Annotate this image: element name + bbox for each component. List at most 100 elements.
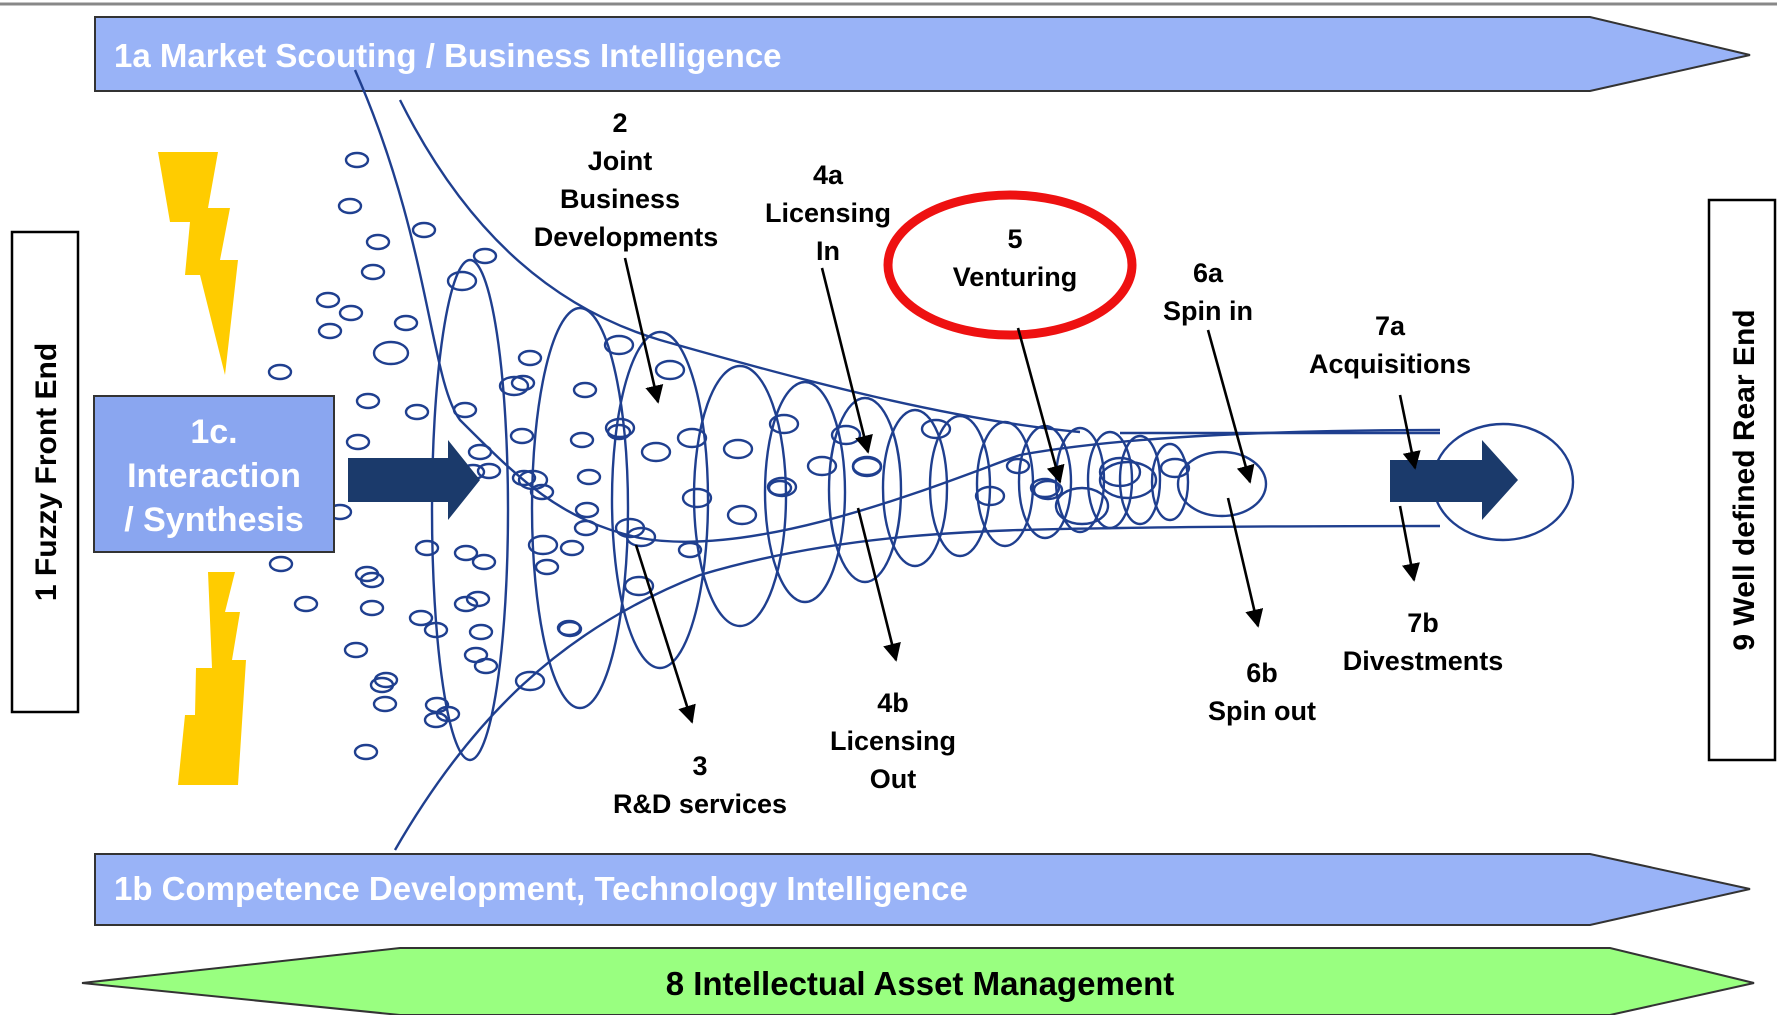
idea-bubble <box>414 539 440 557</box>
idea-bubble <box>453 544 479 562</box>
market-scouting-label: 1a Market Scouting / Business Intelligen… <box>114 37 782 74</box>
idea-bubble <box>369 676 395 694</box>
svg-text:Venturing: Venturing <box>953 262 1078 292</box>
idea-bubble <box>1159 457 1191 479</box>
svg-text:7b: 7b <box>1407 608 1439 638</box>
idea-bubble <box>471 553 497 571</box>
licensing-out-label: 4b Licensing Out <box>830 688 956 794</box>
well-defined-rear-end-box: 9 Well defined Rear End <box>1707 198 1777 762</box>
idea-bubble <box>510 374 536 392</box>
idea-bubble <box>359 571 385 589</box>
idea-bubble <box>527 534 559 556</box>
idea-bubble <box>576 468 602 486</box>
spin-out-label: 6b Spin out <box>1208 658 1316 726</box>
svg-text:2: 2 <box>612 108 627 138</box>
market-scouting-banner: 1a Market Scouting / Business Intelligen… <box>94 16 1751 92</box>
idea-bubble <box>569 431 595 449</box>
idea-bubble <box>920 418 952 440</box>
idea-bubble <box>851 455 883 477</box>
svg-text:Business: Business <box>560 184 680 214</box>
idea-bubble <box>452 401 478 419</box>
idea-bubble <box>337 197 363 215</box>
idea-bubble <box>293 595 319 613</box>
idea-bubble <box>640 441 672 463</box>
competence-development-label: 1b Competence Development, Technology In… <box>114 870 968 907</box>
svg-text:3: 3 <box>692 751 707 781</box>
idea-bubble <box>557 620 583 638</box>
idea-bubble <box>677 541 703 559</box>
svg-text:Spin out: Spin out <box>1208 696 1316 726</box>
idea-bubbles <box>263 151 1191 761</box>
idea-bubble <box>1029 477 1061 499</box>
svg-text:4b: 4b <box>877 688 909 718</box>
idea-bubble <box>572 381 598 399</box>
idea-bubble <box>1005 457 1031 475</box>
idea-bubble <box>360 263 386 281</box>
idea-bubble <box>353 743 379 761</box>
idea-bubble <box>511 469 537 487</box>
idea-bubble <box>974 485 1006 507</box>
idea-bubble <box>338 304 364 322</box>
idea-bubble <box>573 519 599 537</box>
idea-bubble <box>424 696 450 714</box>
idea-bubble <box>359 599 385 617</box>
idea-bubble <box>726 504 758 526</box>
idea-bubble <box>317 322 343 340</box>
idea-bubble <box>498 375 530 397</box>
idea-bubble <box>654 359 686 381</box>
venturing-label: 5 Venturing <box>953 224 1078 292</box>
svg-text:Developments: Developments <box>534 222 719 252</box>
idea-bubble <box>623 575 655 597</box>
idea-bubble <box>343 641 369 659</box>
idea-bubble <box>604 417 636 439</box>
idea-bubble <box>534 558 560 576</box>
idea-bubble <box>768 413 800 435</box>
idea-bubble <box>806 455 838 477</box>
idea-bubble <box>603 334 635 356</box>
idea-bubble <box>625 526 657 548</box>
label-pointer-arrows <box>623 257 1421 724</box>
idea-bubble <box>268 555 294 573</box>
svg-text:Licensing: Licensing <box>830 726 956 756</box>
idea-bubble <box>681 487 713 509</box>
svg-text:5: 5 <box>1007 224 1022 254</box>
right-arrow-icon <box>1390 440 1518 520</box>
interaction-line-1: 1c. <box>190 413 237 451</box>
interaction-synthesis-box: 1c. Interaction / Synthesis <box>93 395 335 553</box>
idea-bubble <box>423 621 449 639</box>
rnd-services-label: 3 R&D services <box>613 751 787 819</box>
svg-text:Acquisitions: Acquisitions <box>1309 349 1471 379</box>
idea-bubble <box>1098 456 1142 488</box>
idea-bubble <box>267 363 293 381</box>
idea-bubble <box>529 483 555 501</box>
spin-in-label: 6a Spin in <box>1163 258 1253 326</box>
svg-text:6a: 6a <box>1193 258 1224 288</box>
idea-bubble <box>345 433 371 451</box>
svg-text:Divestments: Divestments <box>1343 646 1504 676</box>
interaction-line-3: / Synthesis <box>124 501 304 539</box>
fuzzy-front-end-box: 1 Fuzzy Front End <box>10 230 80 714</box>
idea-bubble <box>344 151 370 169</box>
licensing-in-label: 4a Licensing In <box>765 160 891 266</box>
idea-bubble <box>315 291 341 309</box>
svg-text:Joint: Joint <box>588 146 653 176</box>
idea-bubble <box>404 403 430 421</box>
venturing-highlight-ring <box>883 190 1137 340</box>
idea-bubble <box>372 340 410 366</box>
acquisitions-label: 7a Acquisitions <box>1309 311 1471 379</box>
divestments-label: 7b Divestments <box>1343 608 1504 676</box>
svg-text:6b: 6b <box>1246 658 1278 688</box>
idea-bubble <box>446 270 478 292</box>
idea-bubble <box>517 349 543 367</box>
svg-text:In: In <box>816 236 840 266</box>
intellectual-asset-banner: 8 Intellectual Asset Management <box>81 947 1755 1015</box>
idea-bubble <box>1098 460 1158 500</box>
svg-text:7a: 7a <box>1375 311 1406 341</box>
idea-bubble <box>355 392 381 410</box>
svg-text:Out: Out <box>870 764 917 794</box>
idea-bubble <box>408 609 434 627</box>
well-defined-rear-end-label: 9 Well defined Rear End <box>1728 309 1761 650</box>
funnel-rings <box>430 258 1575 762</box>
competence-development-banner: 1b Competence Development, Technology In… <box>94 853 1751 926</box>
